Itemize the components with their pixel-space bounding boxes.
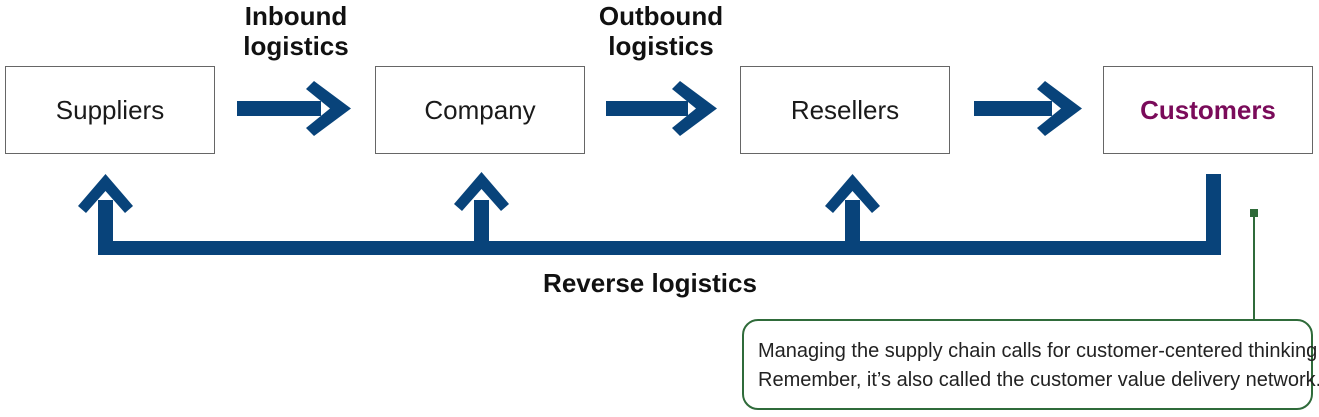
customers-label: Customers: [1140, 94, 1276, 125]
reverse-logistics-path: [98, 174, 1221, 255]
callout-note: Managing the supply chain calls for cust…: [742, 319, 1319, 410]
reverse-arrow-to-resellers: [825, 174, 880, 213]
inbound-label-line1: Inbound: [244, 1, 348, 31]
customers-box: Customers: [1103, 66, 1313, 154]
outbound-logistics-label: Outbound logistics: [580, 1, 742, 61]
callout-connector: [1250, 209, 1258, 320]
suppliers-label: Suppliers: [55, 94, 165, 125]
reverse-arrow-to-suppliers: [78, 174, 133, 213]
outbound-label-line1: Outbound: [598, 1, 724, 31]
callout-line-1: Managing the supply chain calls for cust…: [758, 340, 1319, 362]
forward-arrow-inbound: [237, 81, 351, 136]
inbound-logistics-label: Inbound logistics: [226, 1, 366, 61]
resellers-label: Resellers: [790, 94, 900, 125]
callout-line-2: Remember, it’s also called the customer …: [758, 369, 1319, 391]
forward-arrow-to-customers: [974, 81, 1082, 136]
reverse-logistics-label: Reverse logistics: [543, 268, 757, 298]
suppliers-box: Suppliers: [5, 66, 215, 154]
outbound-label-line2: logistics: [608, 31, 714, 61]
resellers-box: Resellers: [740, 66, 950, 154]
forward-arrow-outbound: [606, 81, 717, 136]
reverse-arrow-to-company: [454, 172, 509, 211]
company-label: Company: [424, 94, 536, 125]
company-box: Company: [375, 66, 585, 154]
inbound-label-line2: logistics: [243, 31, 349, 61]
